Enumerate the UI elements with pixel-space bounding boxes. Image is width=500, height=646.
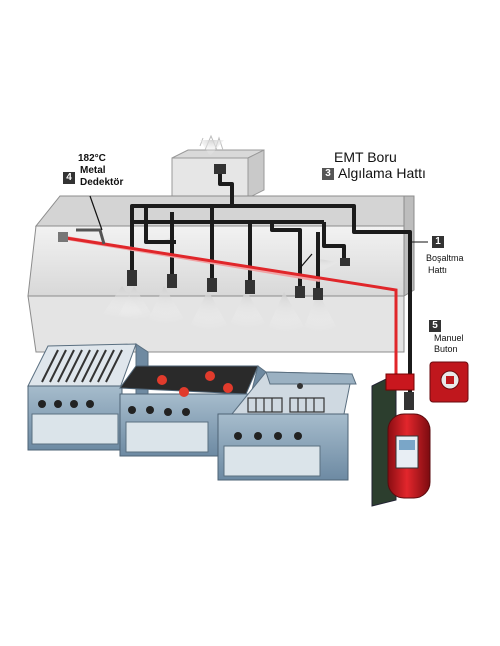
manual-button-label-2: Buton [434,344,458,354]
badge-manual-button: 5 [429,320,441,332]
badge-discharge-line: 1 [432,236,444,248]
detector-temperature-label: 182°C [78,153,106,164]
discharge-nozzles [127,164,350,300]
discharge-line-label-1: Boşaltma [426,253,464,263]
detector-name-line1: Metal [80,165,106,176]
badge-detection-line: 3 [322,168,334,180]
exhaust-duct [171,134,265,199]
discharge-line-label-2: Hattı [428,265,448,275]
manual-pull-station [429,361,469,403]
metal-detector [58,195,106,245]
manual-button-label-1: Manuel [434,333,464,343]
badge-detector: 4 [63,172,75,184]
nozzle-sprays [100,140,338,332]
extinguisher-cylinder [387,392,431,499]
grill-station [27,343,149,451]
fryer-station [217,371,357,481]
detection-line-label-2: Algılama Hattı [338,165,426,181]
emt-detection-line [65,236,398,378]
detection-line-label-1: EMT Boru [334,149,397,165]
detector-name-line2: Dedektör [80,177,124,188]
